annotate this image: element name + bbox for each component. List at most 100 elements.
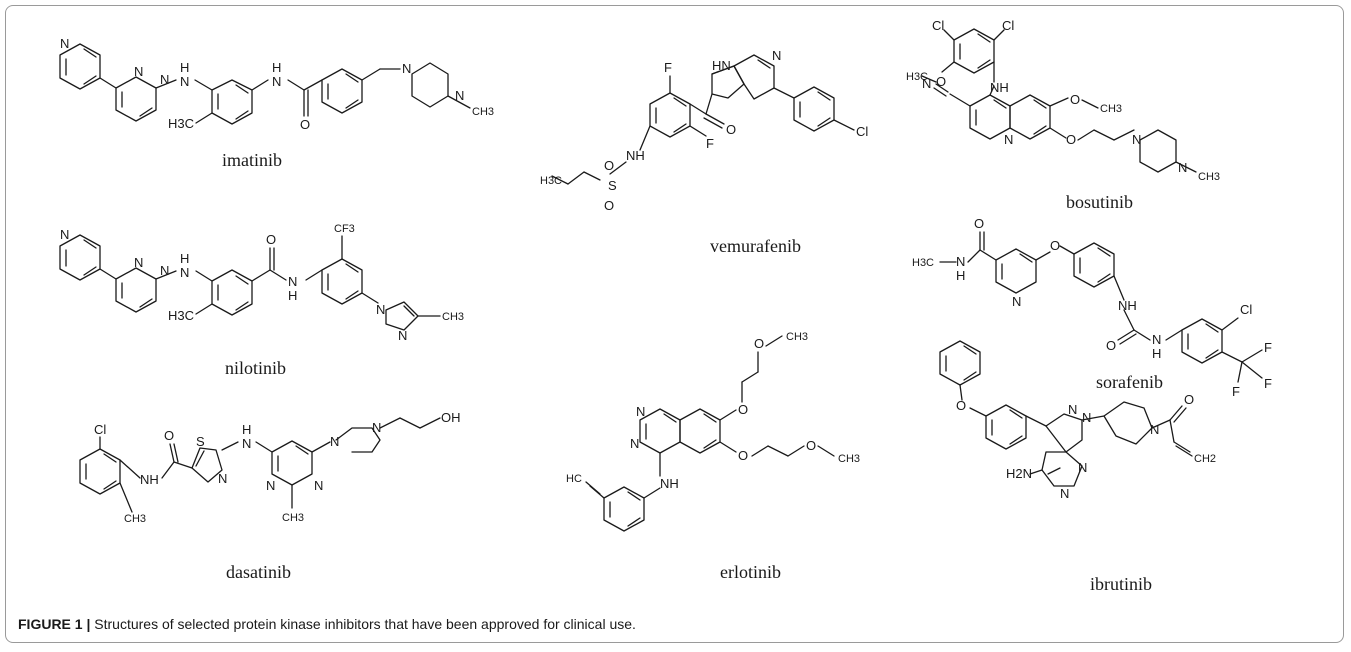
atom-label: N [272,74,281,89]
atom-label: H [1152,346,1161,361]
molecule-vemurafenib-atoms: HN N F F O Cl O S O NH H3C vemurafenib [540,48,868,256]
atom-label: O [604,198,614,213]
atom-label: O [1184,392,1194,407]
atom-label: H3C [540,175,562,187]
atom-label: O [164,428,174,443]
molecule-imatinib-atoms: N N N H N H N H3C O N N CH3 imatinib [60,36,494,170]
atom-label: O [936,74,946,89]
atom-label: N [402,61,411,76]
atom-label: N [1060,486,1069,501]
atom-label: O [266,232,276,247]
molecule-vemurafenib [551,54,855,185]
atom-label: N [134,64,143,79]
atom-label: O [1066,132,1076,147]
atom-label: O [974,216,984,231]
atom-label: CH3 [442,311,464,323]
drug-name: nilotinib [225,358,286,378]
atom-label: N [1082,410,1091,425]
atom-label: N [1004,132,1013,147]
atom-label: N [636,404,645,419]
atom-label: O [754,336,764,351]
atom-label: H [956,268,965,283]
drug-name: bosutinib [1066,192,1133,212]
atom-label: N [1012,294,1021,309]
atom-label: O [956,398,966,413]
drug-name: ibrutinib [1090,574,1152,594]
atom-label: CH3 [786,331,808,343]
atom-label: N [314,478,323,493]
atom-label: Cl [932,18,944,33]
atom-label: H3C [168,308,194,323]
atom-label: N [1068,402,1077,417]
atom-label: S [608,178,617,193]
atom-label: NH [990,80,1009,95]
molecule-erlotinib [585,335,835,532]
structures-panel: N N N H N H N H3C O N N CH3 imatinib [59,18,1272,594]
atom-label: O [726,122,736,137]
atom-label: N [922,76,931,91]
molecule-bosutinib-atoms: Cl Cl H3C O NH N O CH3 N O N N CH3 bosut… [906,18,1220,212]
atom-label: N [772,48,781,63]
atom-label: O [604,158,614,173]
atom-label: N [160,72,169,87]
atom-label: CH3 [1198,171,1220,183]
atom-label: N [134,255,143,270]
atom-label: N [218,471,227,486]
atom-label: N [60,36,69,51]
atom-label: H3C [906,71,928,83]
atom-label: O [806,438,816,453]
atom-label: N [372,420,381,435]
atom-label: O [738,402,748,417]
atom-label: HC [566,473,582,485]
atom-label: F [706,136,714,151]
atom-label: F [664,60,672,75]
atom-label: N [1078,460,1087,475]
molecule-sorafenib-atoms: O H3C N H N O NH O N H Cl F F F sorafeni… [912,216,1272,399]
atom-label: OH [441,410,461,425]
atom-label: N [1150,422,1159,437]
molecule-nilotinib-atoms: N N N H N H3C O N H CF3 N N CH3 nilotini… [60,223,464,378]
atom-label: O [1050,238,1060,253]
atom-label: S [196,434,205,449]
drug-name: erlotinib [720,562,781,582]
molecule-nilotinib [59,234,441,331]
atom-label: N [288,274,297,289]
molecule-erlotinib-atoms: N N NH HC O O O CH3 O CH3 erlotinib [566,331,860,582]
atom-label: N [242,436,251,451]
atom-label: HN [712,58,731,73]
atom-label: CF3 [334,223,355,235]
atom-label: N [330,434,339,449]
atom-label: CH3 [472,106,494,118]
atom-label: N [180,265,189,280]
atom-label: N [630,436,639,451]
atom-label: H [242,422,251,437]
atom-label: CH2 [1194,453,1216,465]
figure-label: FIGURE 1 | [18,616,91,632]
atom-label: N [1178,160,1187,175]
figure-caption: FIGURE 1 | Structures of selected protei… [18,616,636,632]
atom-label: N [160,263,169,278]
drug-name: imatinib [222,150,282,170]
atom-label: N [1132,132,1141,147]
atom-label: CH3 [282,512,304,524]
drug-name: sorafenib [1096,372,1163,392]
atom-label: H2N [1006,466,1032,481]
atom-label: NH [140,472,159,487]
molecule-sorafenib [939,231,1263,383]
atom-label: N [1152,332,1161,347]
atom-label: F [1264,340,1272,355]
atom-label: H [180,60,189,75]
molecule-imatinib [59,43,471,125]
atom-label: CH3 [838,453,860,465]
atom-label: F [1232,384,1240,399]
atom-label: H [180,251,189,266]
atom-label: H [288,288,297,303]
atom-label: N [398,328,407,343]
atom-label: NH [1118,298,1137,313]
molecule-ibrutinib [939,340,1193,487]
figure-caption-text: Structures of selected protein kinase in… [94,616,636,632]
atom-label: N [956,254,965,269]
atom-label: N [455,88,464,103]
atom-label: O [738,448,748,463]
atom-label: N [180,74,189,89]
